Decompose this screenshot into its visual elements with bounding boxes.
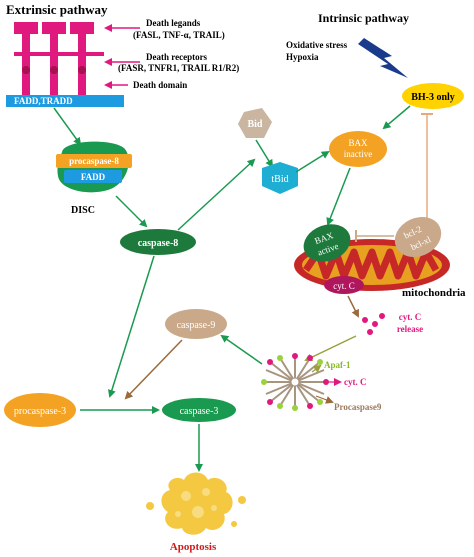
death-receptors-label: Death receptors [146,52,208,62]
fadd-tradd-bar [6,95,124,107]
procaspase3-label: procaspase-3 [14,406,66,417]
cytc-mito-label: cyt. C [333,281,355,291]
bh3-only-label: BH-3 only [411,92,455,103]
death-ligands-list: (FASL, TNF-α, TRAIL) [133,30,225,40]
arrow-bh3-to-bax [382,105,411,130]
caspase3-node [162,398,236,422]
bax-inactive-label-2: inactive [344,149,373,159]
tbid-node [262,162,298,194]
hypoxia-label: Hypoxia [286,52,319,62]
intrinsic-pathway-title: Intrinsic pathway [318,11,409,25]
caspase9-label: caspase-9 [177,320,216,331]
lightning-bolt-icon [358,38,408,78]
arrow-disc-to-caspase8 [115,195,148,228]
bid-node [238,108,272,138]
bax-active-node [303,224,351,262]
bcl-node [394,217,442,257]
arrow-bid-to-tbid [255,139,274,168]
bax-inactive-label-1: BAX [348,138,368,148]
arrow-cytc-to-apoptosome [304,335,357,362]
bax-inactive-node [329,131,387,167]
bh3-only-node [402,83,464,109]
arrow-apoptosome-to-caspase9 [220,334,263,365]
membrane-bar [14,52,104,56]
death-receptor-3 [70,22,94,98]
tbid-label: tBid [271,174,288,185]
death-receptors-list: (FASR, TNFR1, TRAIL R1/R2) [118,63,239,73]
arrow-tbid-to-bax [295,150,330,173]
caspase8-label: caspase-8 [138,238,179,249]
fadd-label: FADD [81,172,106,182]
cytc-release-label-1: cyt. C [399,312,422,322]
arrow-to-procaspase9 [315,395,334,404]
oxidative-stress-label: Oxidative stress [286,40,348,50]
caspase9-node [165,309,227,339]
arrow-caspase8-to-caspase3 [107,255,155,398]
death-ligands-label: Death legands [146,18,201,28]
apoptosome [261,353,329,411]
apoptosis-label: Apoptosis [170,541,217,553]
apaf1-label: Apaf-1 [324,360,351,370]
mitochondria-label: mitochondria [402,287,466,299]
arrow-receptor-to-disc [53,107,82,146]
death-domain-label: Death domain [133,80,187,90]
caspase3-label: caspase-3 [180,406,219,417]
cytc-mito-node [324,276,364,294]
procaspase3-node [4,393,76,427]
procaspase8-label: procaspase-8 [69,156,119,166]
caspase8-node [120,229,196,255]
fadd-tradd-label: FADD,TRADD [14,96,73,106]
cytc-release-label-2: release [397,324,423,334]
arrow-bax-inactive-to-active [326,167,351,226]
arrow-caspase8-to-bid [177,158,256,231]
arrow-to-apaf1 [311,364,322,373]
arrow-cytc-release [347,295,359,318]
arrow-caspase9-to-caspase3 [124,339,183,400]
extrinsic-pathway-title: Extrinsic pathway [6,2,108,17]
released-cytc-dots [362,313,385,335]
death-receptor-1 [14,22,38,98]
death-receptor-2 [42,22,66,98]
disc-label: DISC [71,205,95,216]
disc-complex [56,141,132,193]
procaspase9-label: Procaspase9 [334,402,382,412]
bid-label: Bid [247,119,262,130]
apoptosome-cytc-label: cyt. C [344,377,367,387]
apoptotic-cell-icon [146,472,246,535]
